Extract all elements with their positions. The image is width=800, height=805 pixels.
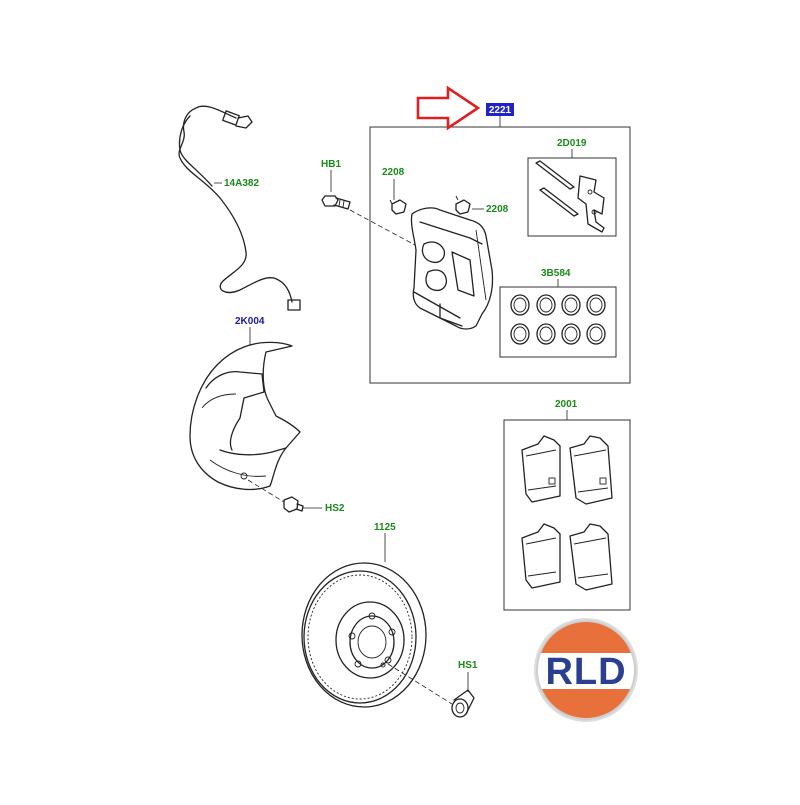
splash-shield[interactable] — [189, 341, 301, 491]
caliper-kit-callout-box[interactable] — [486, 103, 514, 116]
caliper-bolt-label[interactable]: HB1 — [321, 159, 341, 170]
pads-box — [503, 419, 631, 611]
right-arrow-icon — [416, 85, 481, 131]
splash-shield-label[interactable]: 2K004 — [235, 316, 265, 327]
bleed-screw-left-label[interactable]: 2208 — [382, 167, 405, 178]
wheel-speed-sensor[interactable] — [178, 105, 301, 311]
bleed-screw-left[interactable] — [389, 199, 407, 215]
bleed-screw-right-label[interactable]: 2208 — [486, 204, 509, 215]
bleed-screw-right[interactable] — [455, 195, 471, 215]
caliper-bolt[interactable] — [321, 195, 351, 210]
shield-screw[interactable] — [283, 496, 304, 513]
rld-logo: RLD — [534, 618, 638, 722]
wheel-speed-sensor-label[interactable]: 14A382 — [224, 178, 259, 189]
brake-pads-label[interactable]: 2001 — [555, 399, 578, 410]
logo-text: RLD — [545, 651, 626, 693]
shield-screw-label[interactable]: HS2 — [325, 503, 345, 514]
piston-seals[interactable] — [510, 294, 606, 345]
disc-screw[interactable] — [451, 689, 475, 718]
pin-kit-label[interactable]: 2D019 — [557, 138, 587, 149]
brake-disc[interactable] — [301, 562, 427, 708]
guide-pins[interactable] — [535, 160, 605, 233]
brake-disc-label[interactable]: 1125 — [374, 522, 396, 533]
caliper-kit-label[interactable]: 2221 — [489, 105, 512, 116]
brake-pads[interactable] — [521, 435, 613, 591]
seal-kit-label[interactable]: 3B584 — [541, 268, 571, 279]
seal-kit-box — [499, 286, 617, 358]
brake-caliper[interactable] — [410, 207, 494, 330]
disc-screw-label[interactable]: HS1 — [458, 660, 478, 671]
